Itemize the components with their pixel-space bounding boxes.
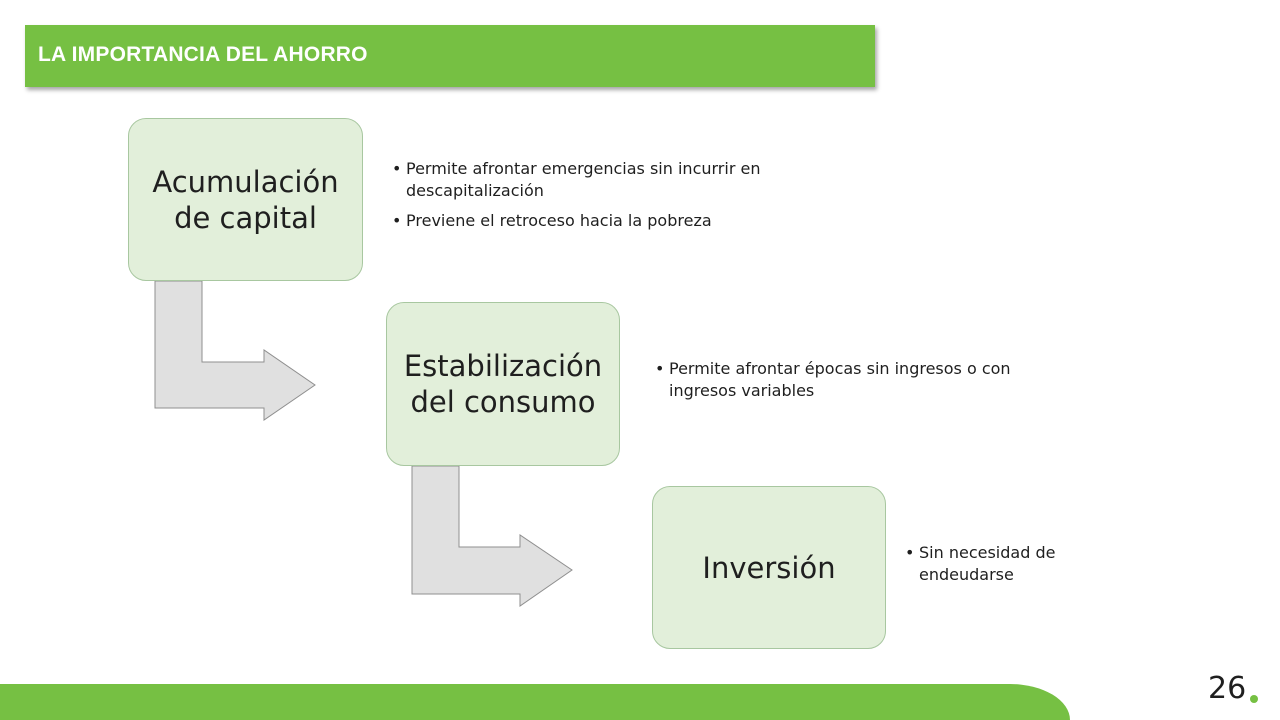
connector-arrow-2 bbox=[411, 465, 573, 607]
bullet-item: Sin necesidad de endeudarse bbox=[905, 542, 1105, 586]
step-bullets-estabilizacion: Permite afrontar épocas sin ingresos o c… bbox=[655, 358, 1015, 410]
step-box-estabilizacion: Estabilización del consumo bbox=[386, 302, 620, 466]
page-number: 26 bbox=[1208, 671, 1247, 706]
page-number-dot-icon bbox=[1250, 695, 1258, 703]
step-box-inversion: Inversión bbox=[652, 486, 886, 649]
bullet-item: Previene el retroceso hacia la pobreza bbox=[392, 210, 852, 232]
step-bullets-inversion: Sin necesidad de endeudarse bbox=[905, 542, 1105, 594]
step-label: Acumulación de capital bbox=[152, 164, 339, 235]
step-label: Inversión bbox=[702, 550, 836, 585]
footer-bar bbox=[0, 684, 1070, 720]
step-bullets-acumulacion: Permite afrontar emergencias sin incurri… bbox=[392, 158, 852, 240]
bullet-item: Permite afrontar emergencias sin incurri… bbox=[392, 158, 852, 202]
step-box-acumulacion: Acumulación de capital bbox=[128, 118, 363, 281]
bullet-item: Permite afrontar épocas sin ingresos o c… bbox=[655, 358, 1015, 402]
connector-arrow-1 bbox=[154, 280, 316, 421]
step-label: Estabilización del consumo bbox=[403, 349, 603, 419]
slide-title: LA IMPORTANCIA DEL AHORRO bbox=[38, 43, 368, 66]
title-banner: LA IMPORTANCIA DEL AHORRO bbox=[25, 25, 875, 87]
